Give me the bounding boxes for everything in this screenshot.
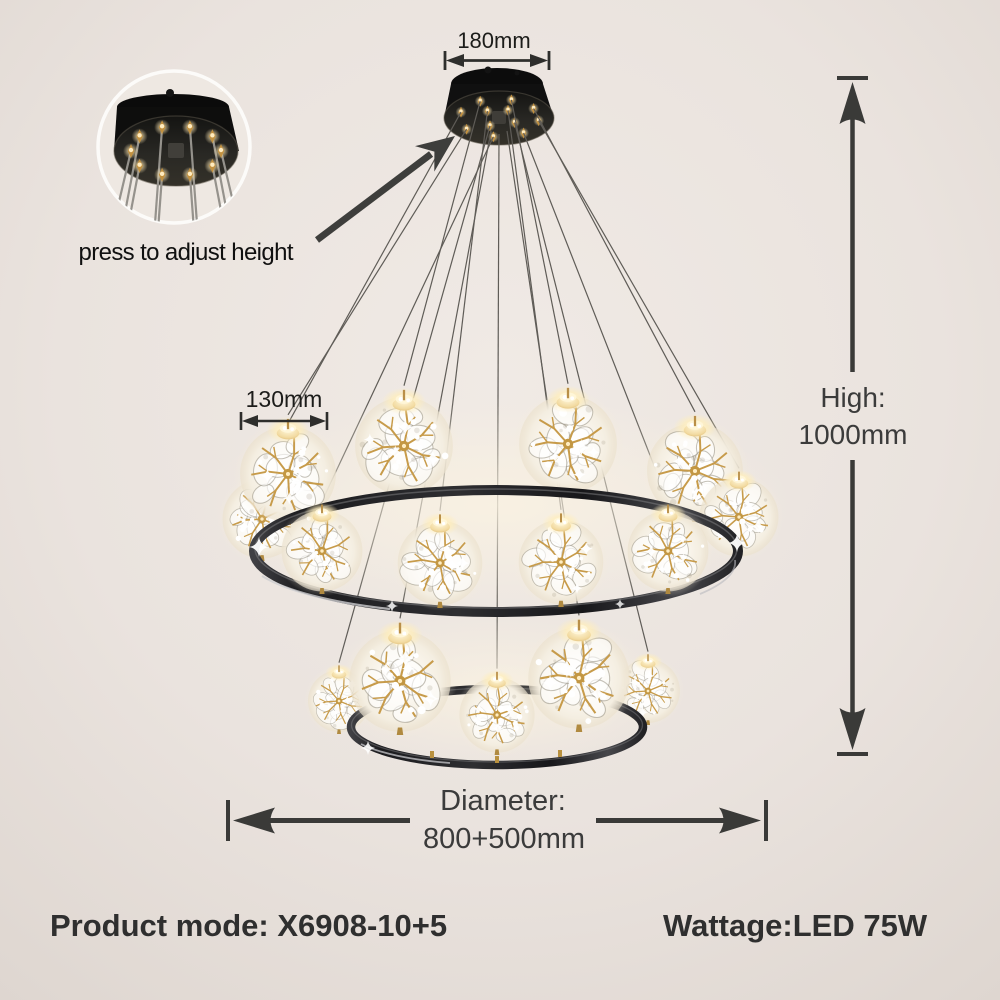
svg-text:1000mm: 1000mm bbox=[799, 419, 908, 450]
svg-text:Product mode: X6908-10+5: Product mode: X6908-10+5 bbox=[50, 908, 447, 943]
svg-text:800+500mm: 800+500mm bbox=[423, 823, 585, 855]
svg-text:Wattage:LED 75W: Wattage:LED 75W bbox=[663, 908, 928, 943]
svg-text:130mm: 130mm bbox=[246, 386, 323, 412]
svg-text:180mm: 180mm bbox=[457, 28, 530, 53]
svg-text:Diameter:: Diameter: bbox=[440, 785, 566, 817]
svg-text:press to adjust height: press to adjust height bbox=[79, 239, 294, 266]
svg-text:High:: High: bbox=[820, 382, 885, 413]
